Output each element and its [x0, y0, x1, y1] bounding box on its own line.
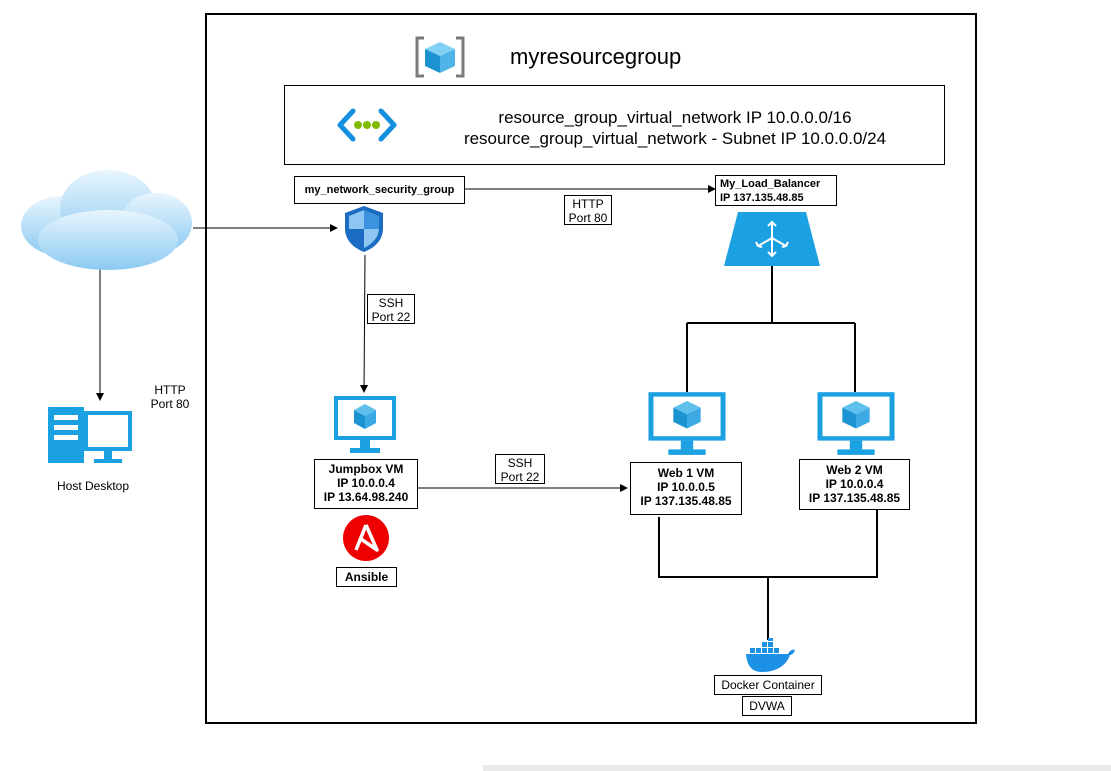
internet-cloud-icon [18, 168, 193, 272]
page-edge [483, 765, 1111, 771]
arrow-nsg-jumpbox [360, 254, 369, 393]
shield-icon [343, 204, 385, 254]
dvwa-label: DVWA [742, 696, 792, 716]
vm-docker-connector [658, 510, 878, 640]
virtual-network-box: resource_group_virtual_network IP 10.0.0… [284, 85, 945, 165]
network-security-group-box: my_network_security_group [294, 176, 465, 204]
load-balancer-icon [724, 212, 820, 266]
ansible-icon [343, 515, 389, 561]
http-lb-label: HTTP Port 80 [564, 195, 612, 225]
ssh-jumpbox-label: SSH Port 22 [367, 294, 415, 324]
host-desktop-icon [46, 405, 136, 467]
web1-vm-icon [646, 390, 728, 456]
web1-vm-box: Web 1 VM IP 10.0.0.5 IP 137.135.48.85 [630, 462, 742, 515]
load-balancer-box: My_Load_Balancer IP 137.135.48.85 [715, 175, 837, 206]
resource-group-title: myresourcegroup [510, 44, 682, 69]
docker-icon [744, 636, 796, 674]
host-desktop-label: Host Desktop [57, 479, 130, 493]
virtual-network-icon [337, 105, 397, 145]
web2-vm-box: Web 2 VM IP 10.0.0.4 IP 137.135.48.85 [799, 459, 910, 510]
resource-group-icon [414, 36, 466, 78]
ssh-web-label: SSH Port 22 [495, 454, 545, 484]
ansible-label: Ansible [336, 567, 397, 587]
lb-vm-connector [686, 265, 856, 392]
jumpbox-vm-icon [332, 394, 398, 454]
resource-group-frame [205, 13, 977, 724]
http-host-label: HTTP Port 80 [150, 383, 190, 411]
jumpbox-vm-box: Jumpbox VM IP 10.0.0.4 IP 13.64.98.240 [314, 459, 418, 509]
web2-vm-icon [815, 390, 897, 456]
vnet-line-1: resource_group_virtual_network IP 10.0.0… [498, 108, 852, 127]
vnet-line-2: resource_group_virtual_network - Subnet … [463, 129, 887, 148]
docker-container-label: Docker Container [714, 675, 822, 695]
